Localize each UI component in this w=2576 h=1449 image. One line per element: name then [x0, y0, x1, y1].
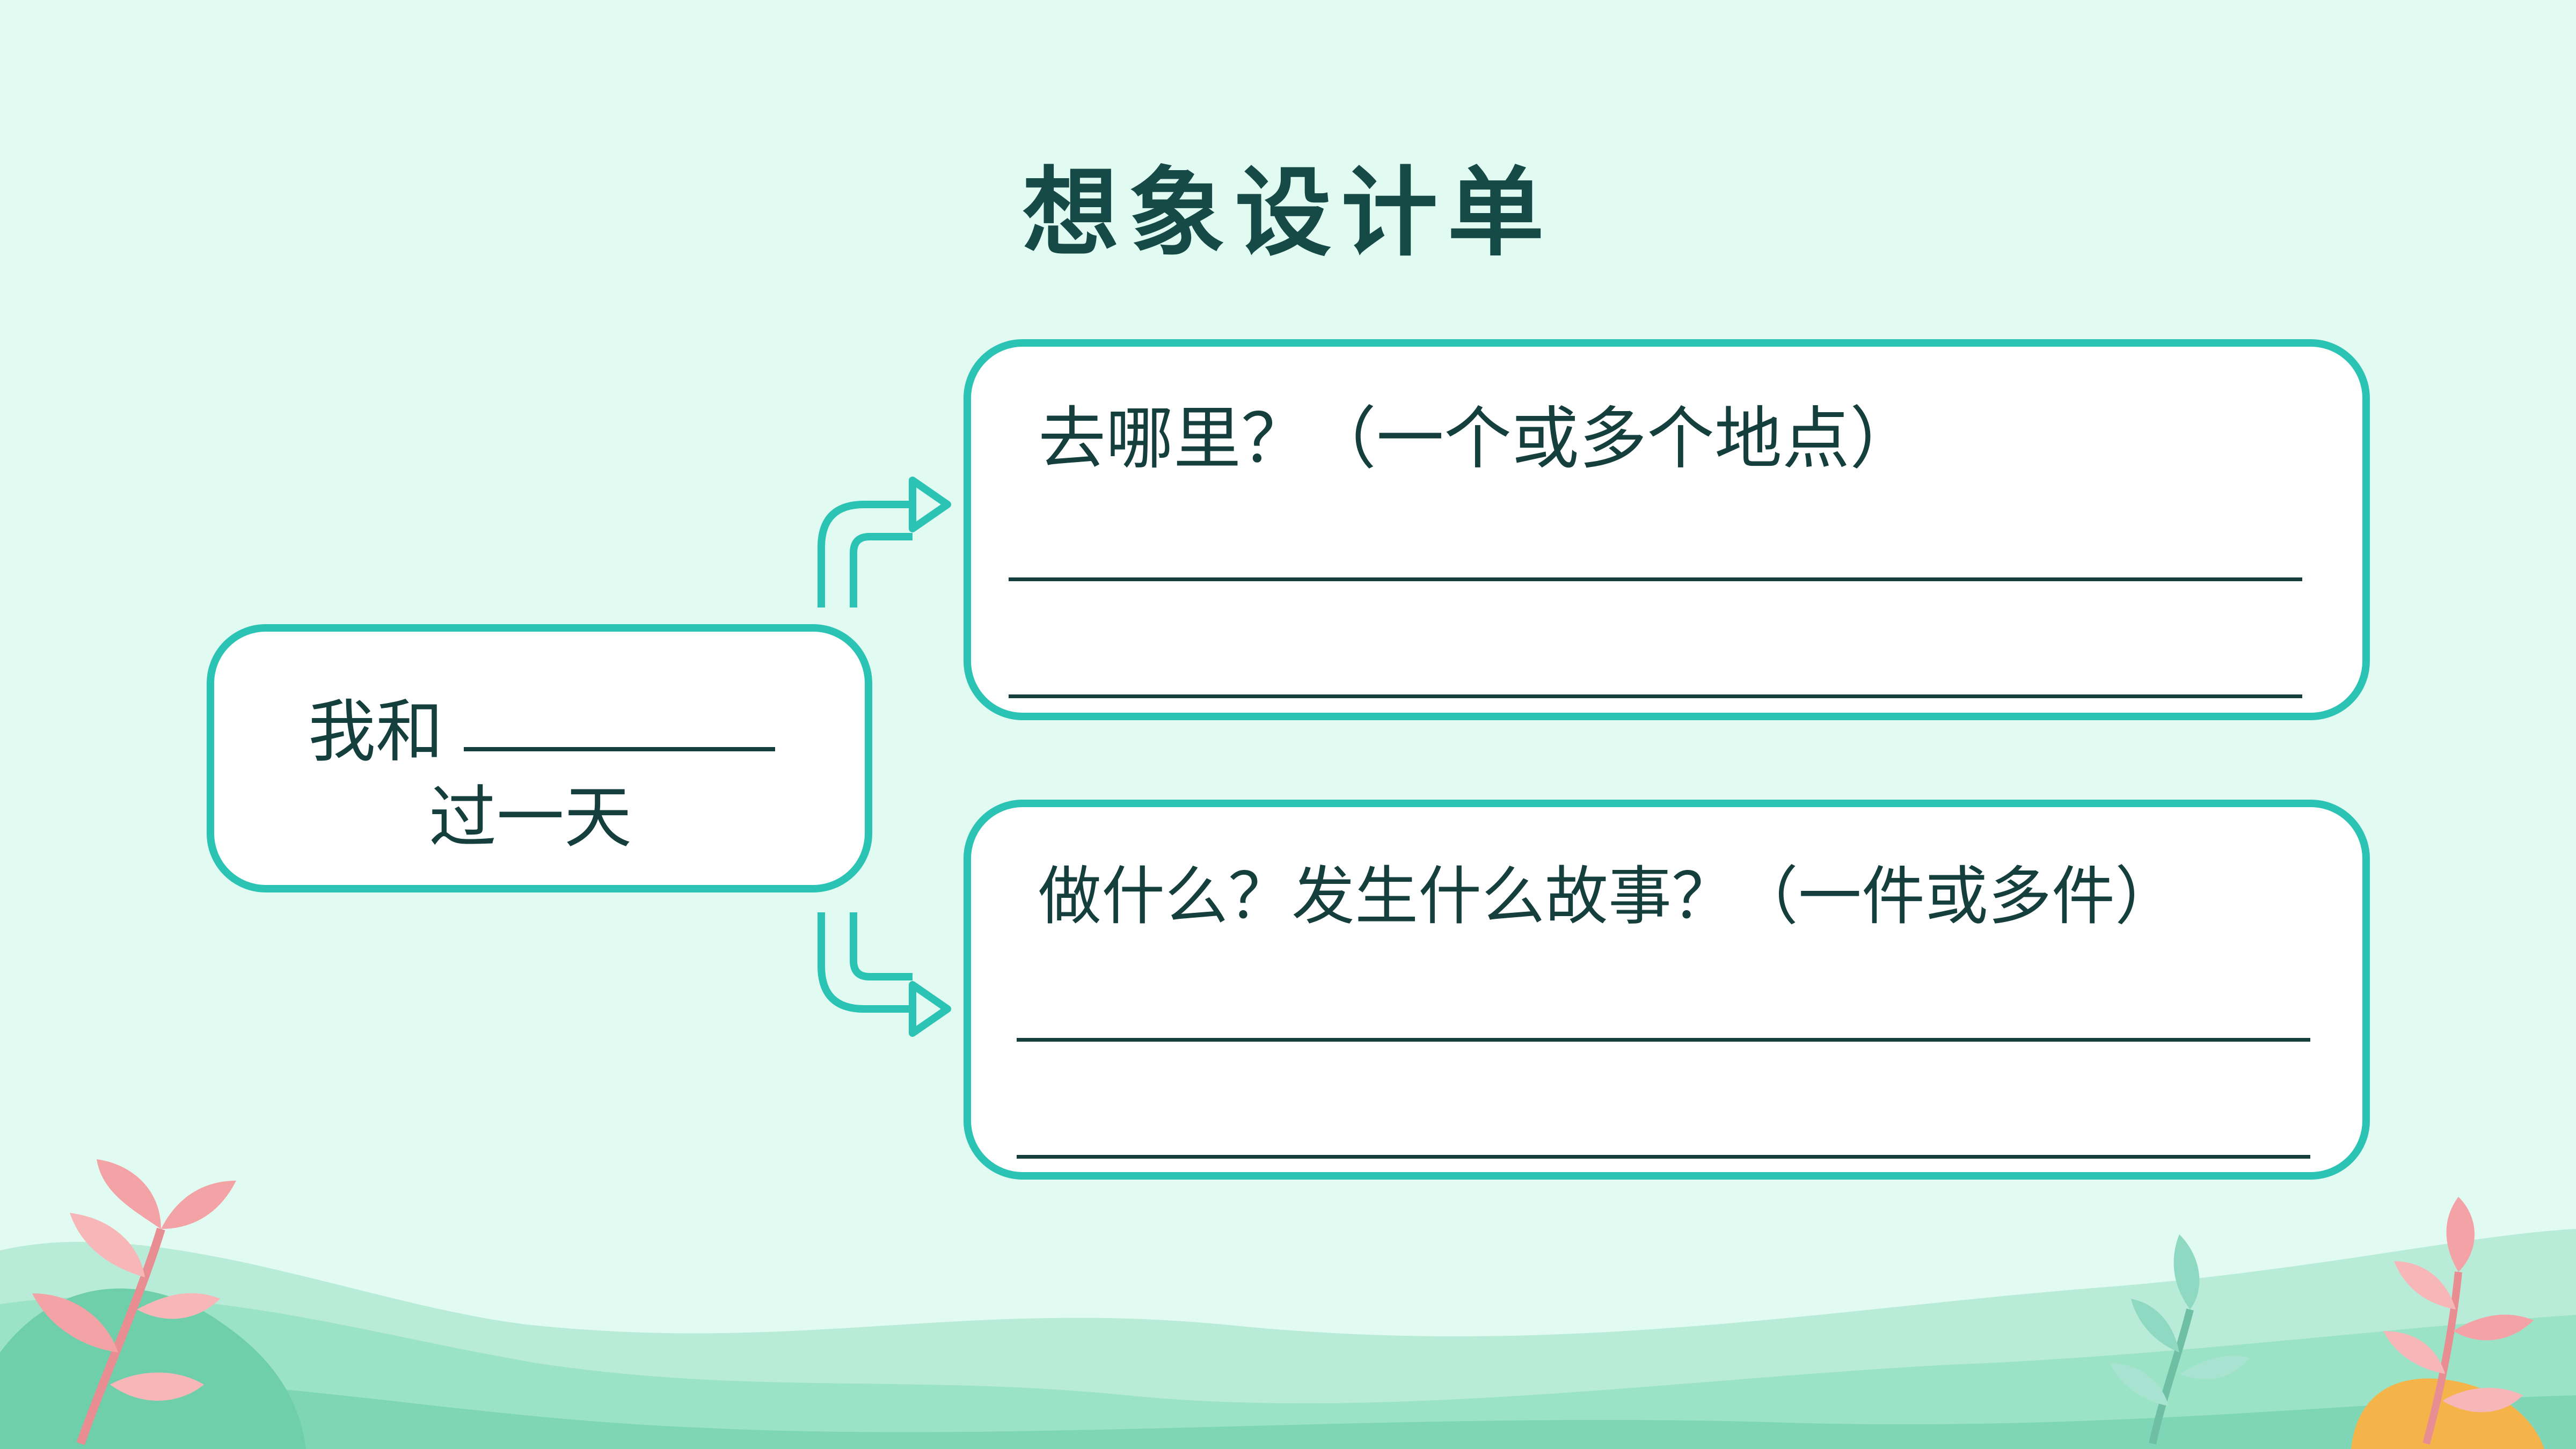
right-plant-green	[2110, 1234, 2249, 1445]
arrow-to-bottom-box	[818, 912, 951, 1037]
answer-line[interactable]	[1017, 1155, 2310, 1159]
subject-fill-blank[interactable]	[464, 747, 775, 751]
answer-line[interactable]	[1009, 577, 2302, 581]
what-question: 做什么？发生什么故事？（一件或多件）	[1038, 859, 2179, 933]
hill-mid	[0, 1297, 2576, 1449]
page-title: 想象设计单	[1022, 157, 1554, 269]
hill-front	[0, 1379, 2576, 1449]
right-plant-pink	[2383, 1197, 2534, 1445]
arrow-to-top-box	[818, 477, 951, 608]
left-plant	[32, 1159, 236, 1445]
answer-line[interactable]	[1009, 694, 2302, 698]
what-card: 做什么？发生什么故事？（一件或多件）	[964, 800, 2370, 1180]
subject-prefix-text: 我和	[308, 692, 443, 771]
subject-card: 我和 过一天	[207, 624, 872, 892]
where-question: 去哪里？（一个或多个地点）	[1038, 399, 1917, 478]
where-card: 去哪里？（一个或多个地点）	[964, 339, 2370, 720]
answer-line[interactable]	[1017, 1038, 2310, 1042]
subject-suffix-text: 过一天	[429, 778, 632, 857]
